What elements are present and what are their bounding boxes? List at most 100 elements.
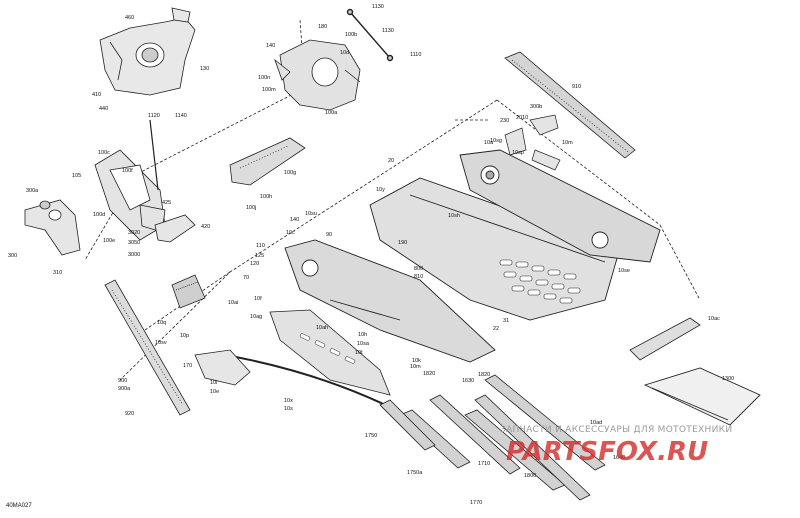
callout-label: 10ag	[250, 314, 263, 320]
callout-label: 10sh	[448, 213, 460, 219]
callout-label: 70	[243, 275, 250, 281]
callout-label: 140	[266, 43, 276, 49]
callout-label: 100a	[325, 110, 338, 116]
callout-label: 105	[72, 173, 82, 179]
callout-label: 100m	[262, 87, 276, 93]
callout-label: 1630	[462, 378, 475, 384]
callout-label: 10d	[340, 50, 350, 56]
callout-label: 100g	[284, 170, 297, 176]
watermark-caption: ЗАПЧАСТИ И АКСЕССУАРЫ ДЛЯ МОТОТЕХНИКИ	[500, 425, 733, 435]
callout-label: 10ai	[228, 300, 239, 306]
callout-label: 920	[125, 411, 135, 417]
callout-label: 90	[326, 232, 333, 238]
front-chassis-upper	[99, 7, 196, 96]
steering-rod	[346, 8, 394, 62]
figure-code: 40MA027	[6, 503, 32, 509]
frame-piece-10h	[269, 309, 391, 396]
callout-label: 1120	[148, 113, 160, 119]
callout-label: 300a	[26, 188, 39, 194]
callout-label: 130	[200, 66, 210, 72]
callout-label: 1750a	[407, 470, 423, 476]
callout-label: 100h	[260, 194, 273, 200]
callout-label: 20	[388, 158, 395, 164]
callout-label: 125	[255, 253, 265, 259]
curved-bumper	[224, 354, 401, 413]
callout-label: 10ah	[316, 325, 329, 331]
callout-label: 1820	[478, 372, 491, 378]
callout-label: 10i	[210, 380, 218, 386]
callout-label: 1770	[470, 500, 483, 506]
bracket-420	[154, 214, 196, 243]
callout-label: 1820	[423, 371, 436, 377]
callout-label: 3020	[128, 230, 141, 236]
callout-label: 310	[53, 270, 63, 276]
callout-label: 10sv	[155, 340, 167, 346]
callout-label: 10sg	[490, 138, 502, 144]
left-side-panel	[284, 239, 496, 363]
callout-label: 1800	[524, 473, 537, 479]
callout-label: 230	[500, 118, 510, 124]
callout-label: 300	[8, 253, 18, 259]
callout-label: 10y	[376, 187, 385, 193]
callout-label: 10k	[412, 358, 421, 364]
callout-label: 420	[201, 224, 211, 230]
callout-label: 10sa	[357, 341, 369, 347]
callout-label: 120	[250, 261, 260, 267]
callout-label: 10e	[210, 389, 220, 395]
callout-label: 425	[162, 200, 172, 206]
callout-label: 10ad	[590, 420, 603, 426]
callout-label: 10m	[410, 364, 421, 370]
callout-label: 10se	[618, 268, 630, 274]
callout-label: 810	[414, 274, 424, 280]
callout-label: 10ac	[708, 316, 720, 322]
callout-label: 10t	[355, 350, 363, 356]
callout-label: 180	[318, 24, 328, 30]
callout-label: 10su	[305, 211, 317, 217]
callout-label: 110	[256, 243, 265, 249]
callout-label: 100j	[246, 205, 257, 211]
callout-label: 300b	[530, 104, 543, 110]
skid-plate-170	[194, 349, 251, 386]
rear-bar-910	[504, 51, 636, 159]
panel-1300	[643, 367, 761, 426]
callout-label: 100n	[258, 75, 271, 81]
callout-label: 170	[183, 363, 193, 369]
callout-label: 410	[92, 92, 102, 98]
callout-label: 460	[125, 15, 135, 21]
callout-label: 1640	[613, 455, 626, 461]
callout-label: 1140	[175, 113, 187, 119]
watermark-brand: PARTSFOX.RU	[506, 437, 709, 467]
callout-label: 910	[572, 84, 582, 90]
callout-label: 10c	[286, 230, 295, 236]
callout-label: 1110	[410, 52, 422, 58]
callout-label: 440	[99, 106, 109, 112]
callout-label: 140	[290, 217, 300, 223]
callout-label: 10sp	[512, 150, 524, 156]
callout-label: 1710	[478, 461, 491, 467]
callout-label: 900	[118, 378, 128, 384]
callout-label: 100d	[93, 212, 106, 218]
main-tunnel	[369, 177, 621, 321]
callout-label: 1300	[722, 376, 735, 382]
callout-label: 190	[398, 240, 408, 246]
callout-label: 1130	[372, 4, 384, 10]
callout-label: 100b	[345, 32, 358, 38]
callout-label: 10x	[284, 398, 293, 404]
callout-label: 900a	[118, 386, 131, 392]
callout-label: 3050	[128, 240, 141, 246]
bracket-300a	[24, 199, 81, 256]
callout-label: 10p	[180, 333, 190, 339]
callout-label: 100c	[98, 150, 110, 156]
front-chassis-middle	[274, 39, 361, 111]
callout-label: 22	[493, 326, 500, 332]
callout-label: 100e	[103, 238, 116, 244]
running-board-10ac	[629, 317, 701, 361]
side-rail-900	[104, 279, 191, 416]
callout-label: 10s	[284, 406, 293, 412]
callout-label: 10f	[254, 296, 262, 302]
lower-rails	[379, 374, 606, 501]
callout-label: 2010	[516, 115, 529, 121]
callout-label: 10a	[484, 140, 494, 146]
